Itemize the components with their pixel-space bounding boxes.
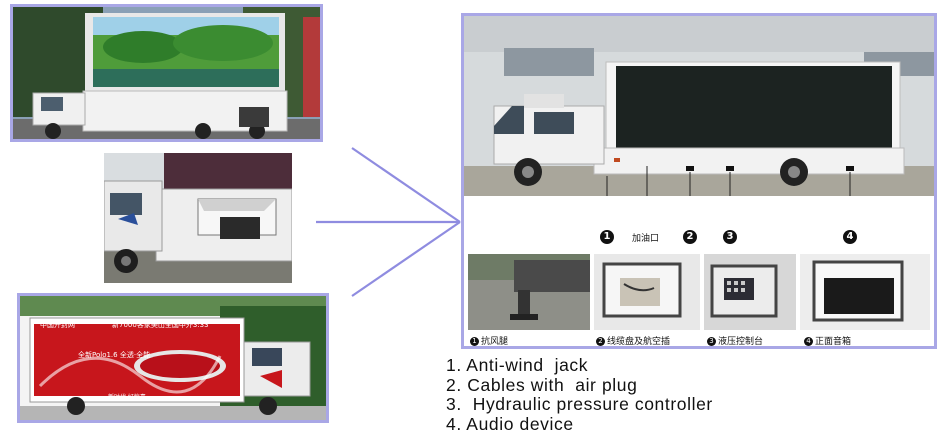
arrow-line-bottom	[351, 221, 461, 297]
marker-fuel-inlet-label: 加油口	[632, 234, 660, 244]
detail-num-3: 3	[707, 337, 716, 346]
detail-caption-2-text: 线缆盘及航空插	[607, 337, 671, 347]
truck-photo-side-panel	[104, 153, 292, 283]
legend-item-3: 3. Hydraulic pressure controller	[446, 394, 713, 414]
ad-footer-text: 新时代·好惊喜	[108, 394, 146, 401]
ad-header-left: 中国开封网	[40, 321, 75, 329]
legend-item-4: 4. Audio device	[446, 413, 574, 434]
arrow-line-top	[351, 147, 461, 223]
detail-num-2: 2	[596, 337, 605, 346]
truck-illustration-red-ad	[20, 296, 326, 420]
marker-2: 2	[683, 230, 697, 244]
legend-item-1: 1. Anti-wind jack	[446, 355, 589, 375]
detail-thumbnails	[468, 254, 930, 330]
legend-item-2: 2. Cables with air plug	[446, 374, 638, 395]
marker-3: 3	[723, 230, 737, 244]
truck-illustration-forest	[13, 7, 320, 139]
detail-num-1: 1	[470, 337, 479, 346]
ad-model-text: 全新Polo1.6 全透·全能	[78, 351, 151, 359]
detail-caption-3-text: 液压控制台	[718, 337, 764, 347]
truck-illustration-side	[104, 153, 292, 283]
detail-caption-4-text: 正面音箱	[815, 337, 852, 347]
marker-4: 4	[843, 230, 857, 244]
truck-photo-forest-screen	[10, 4, 323, 142]
main-truck-illustration	[464, 16, 934, 196]
truck-photo-red-ad: 中国开封网 新7000客家美山全国中外3:33 全新Polo1.6 全透·全能 …	[17, 293, 329, 423]
detail-caption-1-text: 抗风腿	[481, 337, 509, 347]
component-legend: 1. Anti-wind jack 2. Cables with air plu…	[446, 355, 713, 434]
ad-header-right: 新7000客家美山全国中外3:33	[112, 321, 209, 329]
marker-1: 1	[600, 230, 614, 244]
detail-num-4: 4	[804, 337, 813, 346]
